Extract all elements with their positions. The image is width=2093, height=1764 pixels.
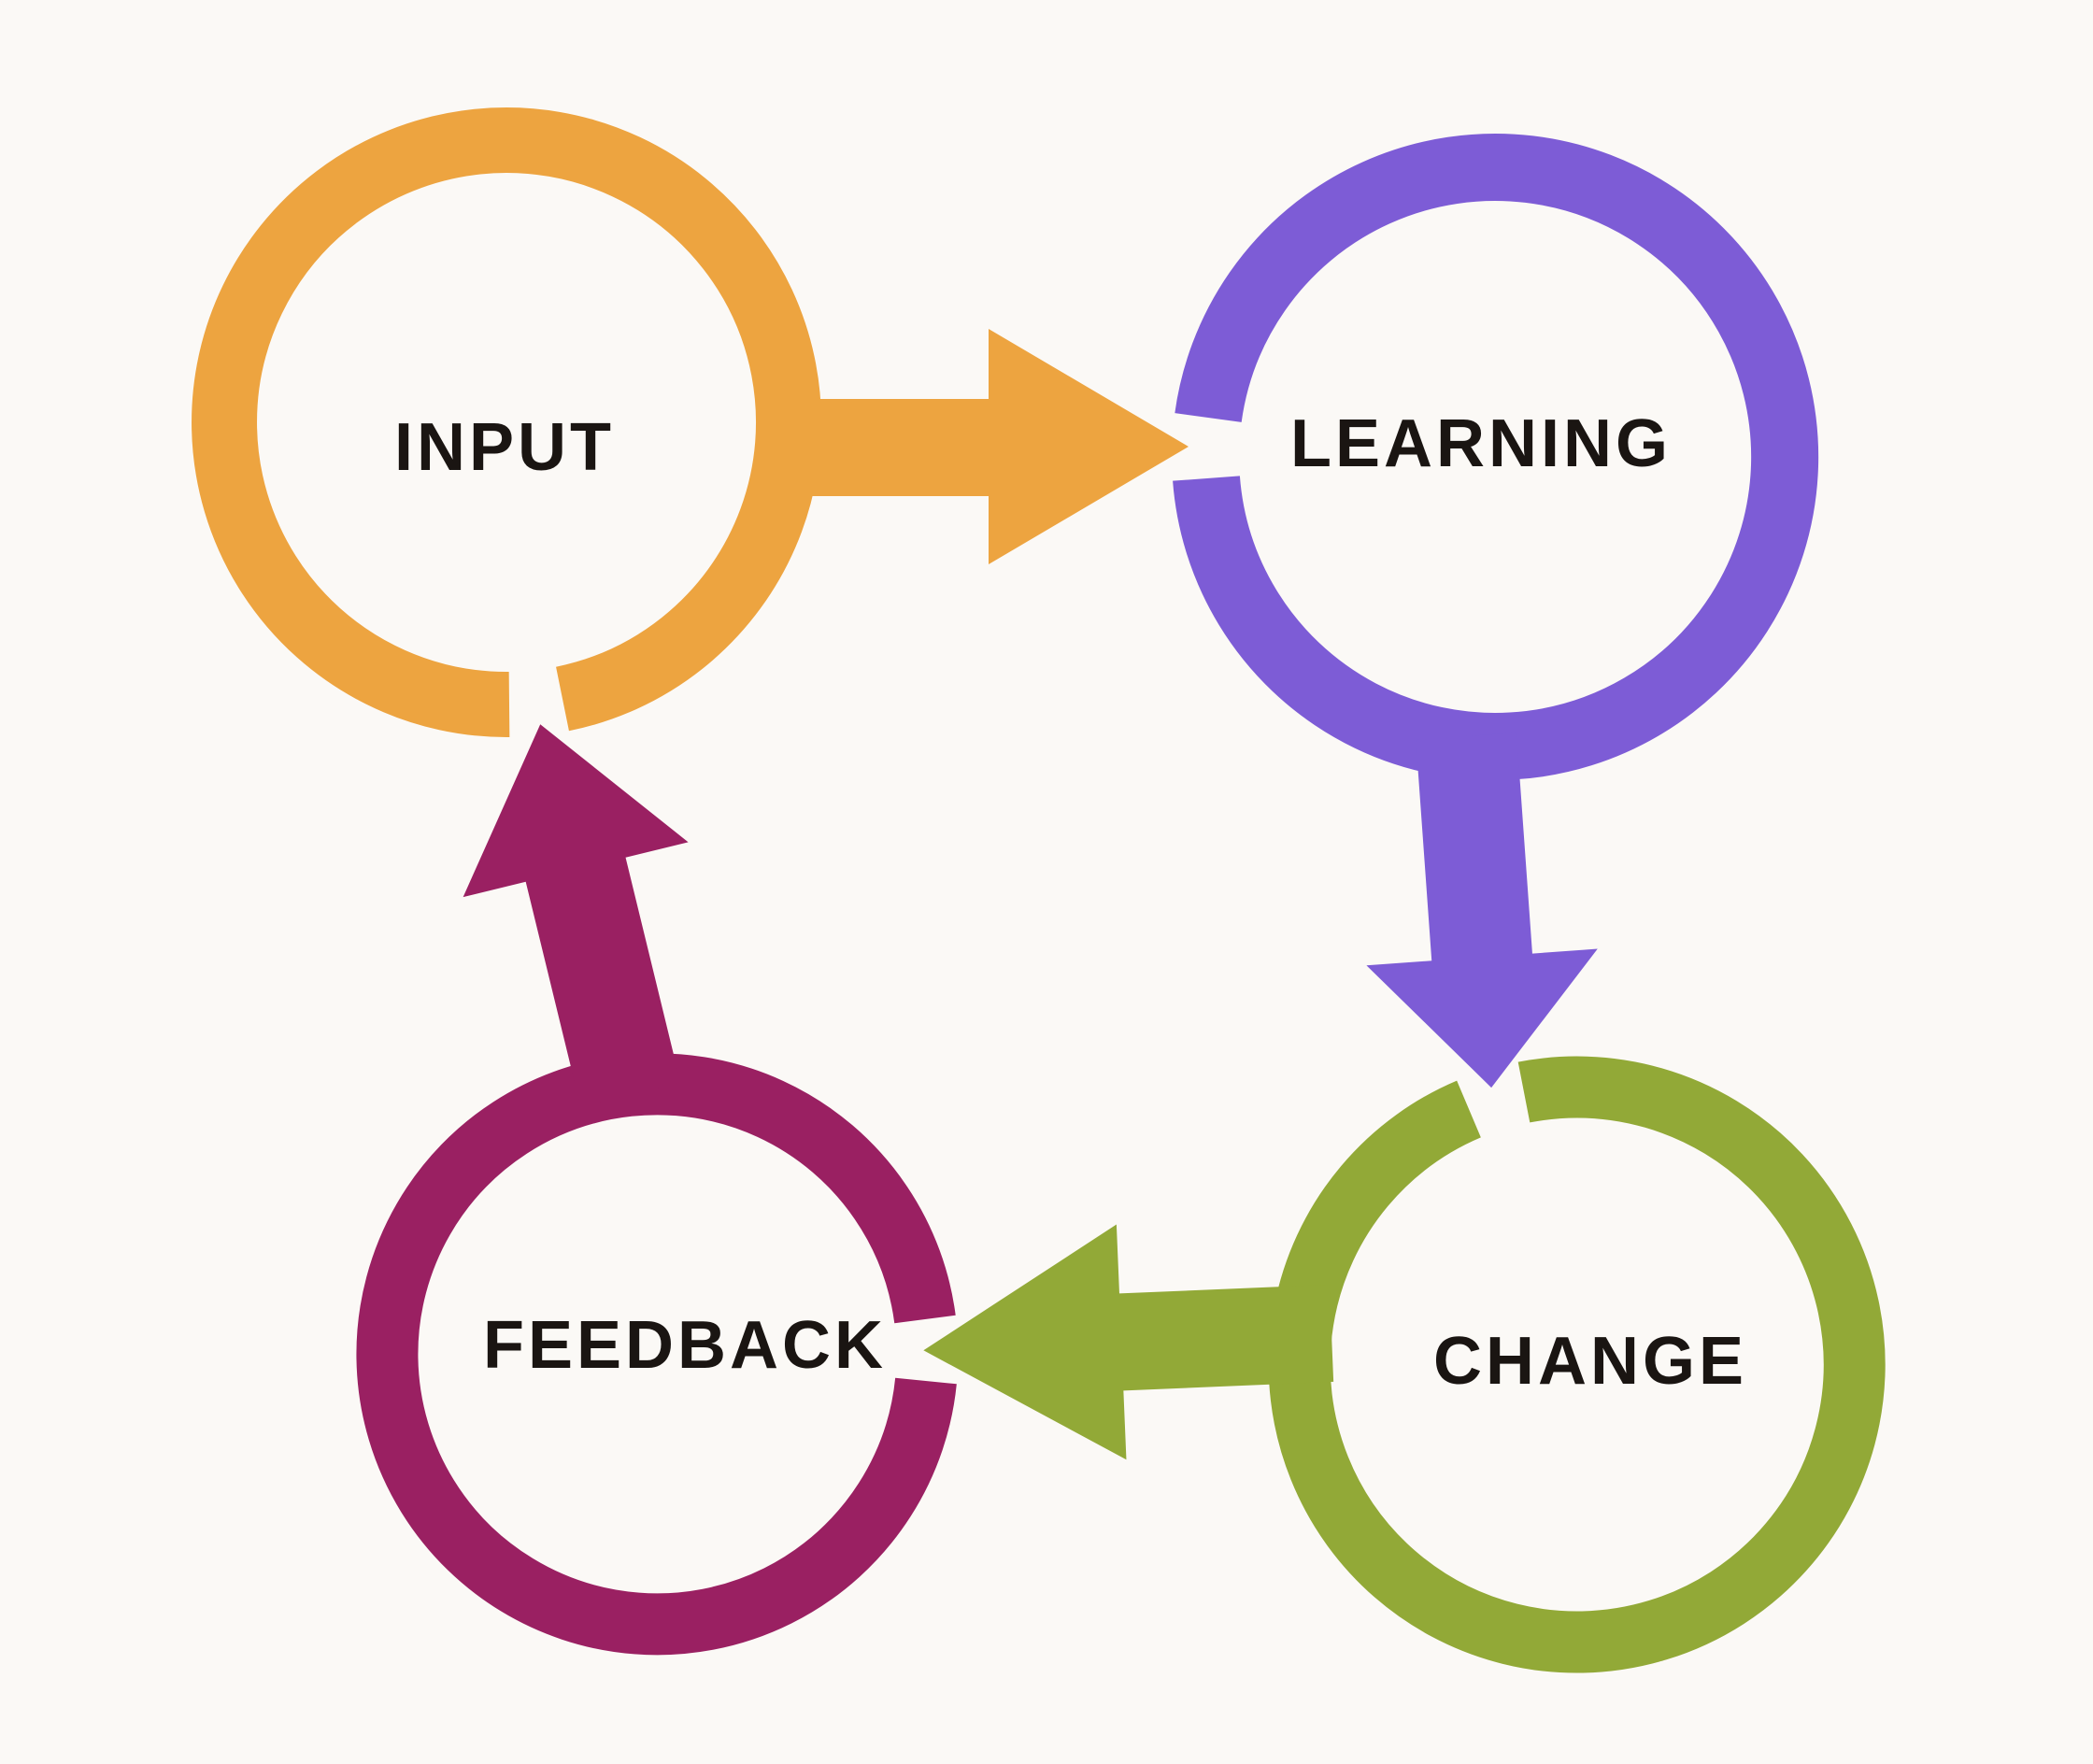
arrow-change-to-feedback — [923, 1224, 1334, 1460]
learning-circle — [1173, 134, 1819, 780]
change-label: CHANGE — [1433, 1324, 1747, 1399]
feedback-circle — [356, 1053, 957, 1656]
input-circle — [192, 107, 822, 738]
feedback-label: FEEDBACK — [483, 1308, 887, 1383]
learning-label: LEARNING — [1290, 406, 1672, 481]
arrow-learning-to-change — [1366, 733, 1598, 1088]
arrow-input-to-learning — [794, 329, 1189, 564]
input-label: INPUT — [394, 410, 615, 485]
arrow-feedback-to-input — [463, 724, 689, 1107]
